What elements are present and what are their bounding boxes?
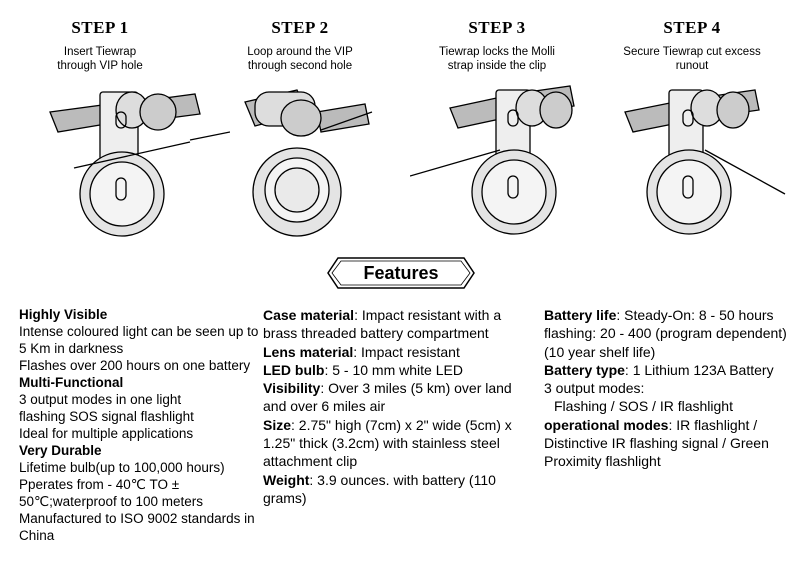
step-3-illustration	[410, 85, 575, 235]
features-heading: Features	[363, 263, 439, 283]
spec-value: : 1 Lithium 123A Battery	[624, 361, 774, 378]
spec-battery-type: Battery type: 1 Lithium 123A Battery	[544, 361, 794, 379]
spec-output-modes: 3 output modes:	[544, 380, 645, 397]
spec-value: : Impact resistant	[353, 343, 460, 360]
heading-very-durable: Very Durable	[19, 443, 102, 458]
step-3-title: STEP 3	[468, 18, 526, 37]
feature-line: Ideal for multiple applications	[19, 426, 194, 441]
spec-label: operational modes	[544, 416, 669, 433]
spec-battery-life: Battery life: Steady-On: 8 - 50 hours fl…	[544, 306, 794, 361]
heading-multi-functional: Multi-Functional	[19, 375, 124, 390]
heading-highly-visible: Highly Visible	[19, 307, 108, 322]
features-column-3: Battery life: Steady-On: 8 - 50 hours fl…	[544, 306, 794, 471]
step-2: STEP 2 Loop around the VIP through secon…	[205, 18, 395, 73]
spec-label: Visibility	[263, 380, 321, 397]
step-4-title: STEP 4	[663, 18, 721, 37]
spec-label: Size	[263, 416, 292, 433]
spec-value: : Impact resistant with a brass threaded…	[263, 307, 502, 342]
spec-label: Battery life	[544, 307, 617, 323]
feature-line: Lifetime bulb(up to 100,000 hours)	[19, 460, 225, 475]
spec-led-bulb: LED bulb: 5 - 10 mm white LED	[263, 361, 535, 379]
spec-value: : Steady-On: 8 - 50 hours flashing: 20 -…	[544, 307, 787, 360]
step-4-illustration	[624, 89, 786, 235]
step-2-caption: Loop around the VIP through second hole	[247, 46, 353, 72]
feature-line: Flashes over 200 hours on one battery	[19, 358, 251, 373]
spec-size: Size: 2.75" high (7cm) x 2" wide (5cm) x…	[263, 416, 535, 471]
spec-value: : 2.75" high (7cm) x 2" wide (5cm) x 1.2…	[263, 416, 512, 470]
spec-value: : 3.9 ounces. with battery (110 grams)	[263, 471, 496, 506]
step-2-title: STEP 2	[271, 18, 329, 37]
step-1-title: STEP 1	[71, 18, 129, 37]
step-2-illustration	[244, 89, 373, 237]
spec-label: Battery type	[544, 361, 625, 378]
spec-output-modes-list: Flashing / SOS / IR flashlight	[554, 398, 733, 415]
feature-line: flashing SOS signal flashlight	[19, 409, 194, 424]
step-3-caption: Tiewrap locks the Molli strap inside the…	[439, 46, 555, 72]
spec-value: : 5 - 10 mm white LED	[324, 361, 463, 378]
step-4-caption: Secure Tiewrap cut excess runout	[623, 46, 761, 72]
spec-value: : IR flashlight / Distinctive IR flashin…	[544, 416, 769, 470]
features-column-1: Highly Visible Intense coloured light ca…	[19, 306, 259, 544]
spec-label: Weight	[263, 471, 310, 488]
spec-case-material: Case material: Impact resistant with a b…	[263, 306, 535, 343]
feature-line: Intense coloured light can be seen up to…	[19, 324, 259, 356]
spec-label: Lens material	[263, 343, 354, 360]
step-1: STEP 1 Insert Tiewrap through VIP hole	[5, 18, 195, 73]
spec-visibility: Visibility: Over 3 miles (5 km) over lan…	[263, 379, 535, 416]
spec-label: LED bulb	[263, 361, 325, 378]
feature-line: 3 output modes in one light	[19, 392, 182, 407]
spec-lens-material: Lens material: Impact resistant	[263, 343, 535, 361]
step-3: STEP 3 Tiewrap locks the Molli strap ins…	[402, 18, 592, 73]
spec-operational-modes: operational modes: IR flashlight / Disti…	[544, 416, 794, 471]
spec-label: Case material	[263, 307, 355, 323]
step-4: STEP 4 Secure Tiewrap cut excess runout	[597, 18, 787, 73]
step-1-caption: Insert Tiewrap through VIP hole	[57, 46, 143, 72]
feature-line: Manufactured to ISO 9002 standards in Ch…	[19, 511, 255, 543]
feature-line: Pperates from - 40℃ TO ± 50℃;waterproof …	[19, 477, 204, 509]
features-badge-frame	[327, 257, 475, 289]
spec-weight: Weight: 3.9 ounces. with battery (110 gr…	[263, 471, 535, 508]
features-column-2: Case material: Impact resistant with a b…	[263, 306, 535, 507]
step-1-illustration	[49, 91, 230, 237]
spec-value: : Over 3 miles (5 km) over land and over…	[263, 380, 512, 415]
